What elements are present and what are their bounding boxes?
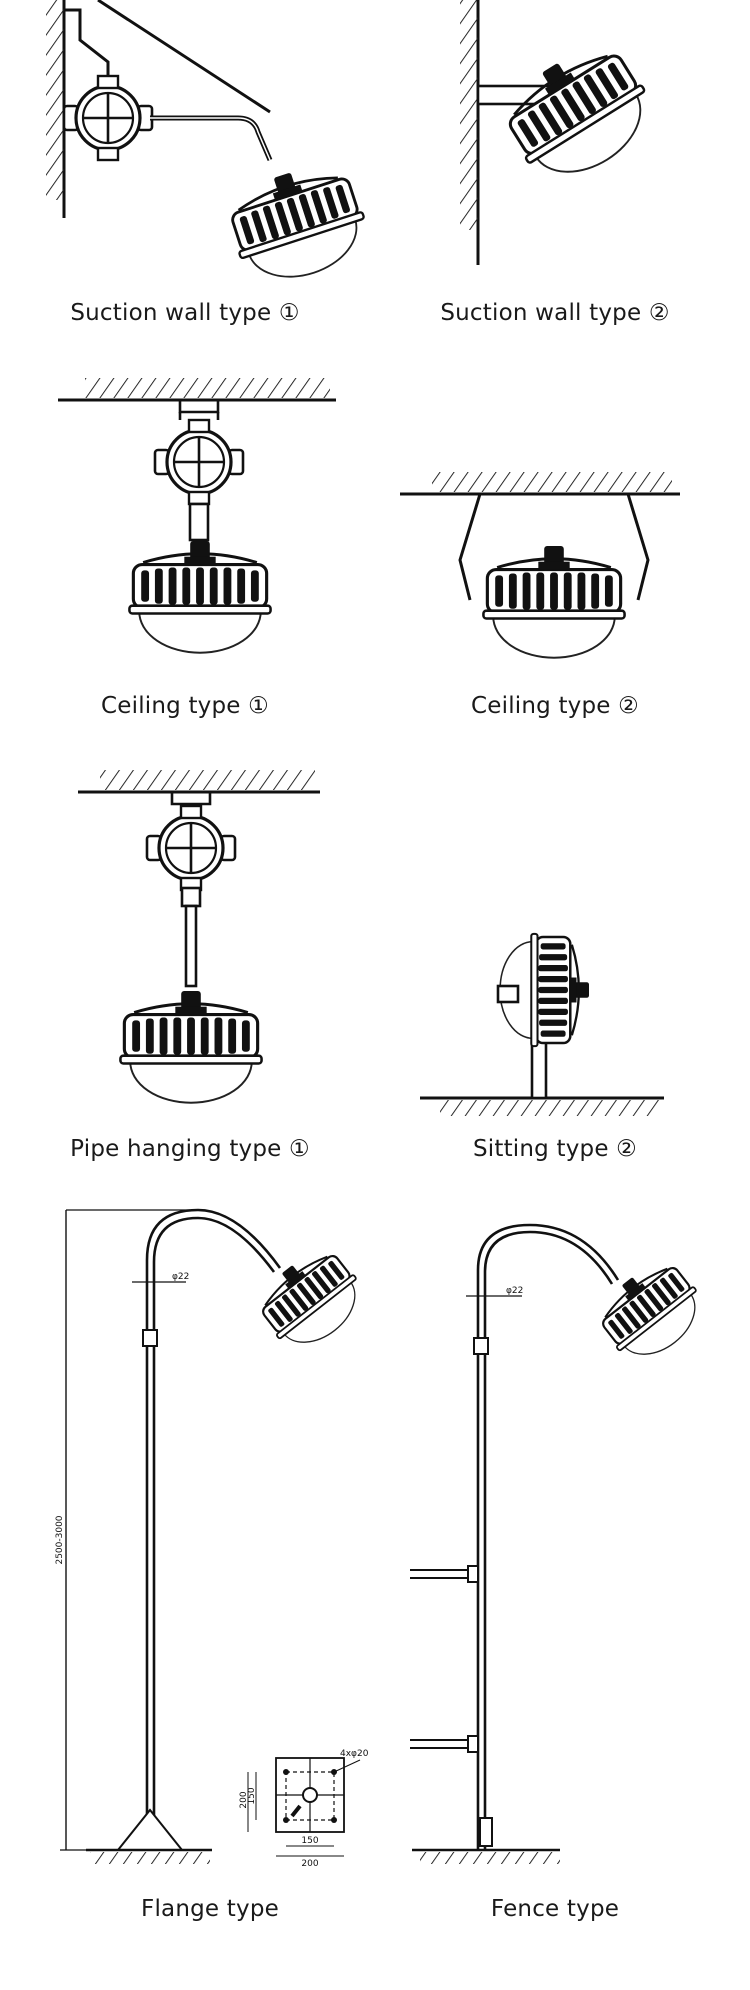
pipe-hanging-1-drawing <box>78 770 320 1105</box>
pipe-dia-flange-label: φ22 <box>172 1272 189 1282</box>
sitting-2-drawing <box>420 932 664 1116</box>
flange-drawing <box>60 1208 375 1864</box>
caption-flange: Flange type <box>141 1896 279 1922</box>
suction-wall-2-drawing <box>460 0 667 265</box>
caption-pipe-hanging-1: Pipe hanging type ① <box>70 1136 310 1162</box>
plate-inner-w-label: 150 <box>301 1836 318 1846</box>
caption-ceiling-1: Ceiling type ① <box>101 693 269 719</box>
caption-fence: Fence type <box>490 1896 620 1922</box>
caption-suction-wall-1: Suction wall type ① <box>70 300 300 326</box>
bolt-holes-label: 4xφ20 <box>340 1749 369 1759</box>
plate-inner-h-label: 150 <box>247 1787 257 1804</box>
fence-drawing <box>410 1223 715 1864</box>
pipe-dia-fence-label: φ22 <box>506 1286 523 1296</box>
suction-wall-1-drawing <box>46 0 377 295</box>
caption-sitting-2: Sitting type ② <box>472 1136 637 1162</box>
plate-outer-w-label: 200 <box>301 1859 318 1869</box>
ceiling-2-drawing <box>400 472 680 660</box>
flange-dimension-labels: 2500-3000 φ22 4xφ20 150 200 150 200 <box>55 1272 369 1869</box>
ceiling-1-drawing <box>58 378 336 655</box>
height-range-label: 2500-3000 <box>55 1515 65 1564</box>
caption-ceiling-2: Ceiling type ② <box>471 693 639 719</box>
plate-outer-h-label: 200 <box>239 1791 249 1808</box>
fence-dimension-labels: φ22 <box>506 1286 523 1296</box>
caption-suction-wall-2: Suction wall type ② <box>440 300 670 326</box>
